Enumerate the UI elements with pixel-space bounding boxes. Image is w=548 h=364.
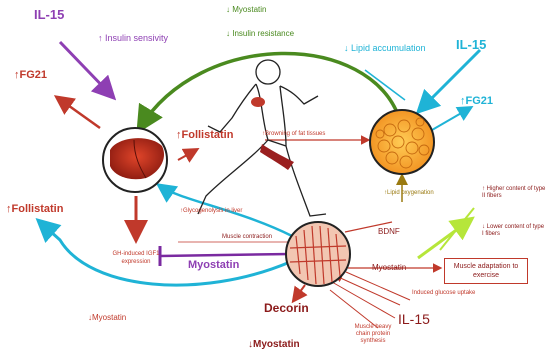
myostatin-right-label: Myostatin	[372, 264, 406, 272]
runner-liver-icon	[251, 97, 265, 107]
red-arrow-fg21-left	[58, 98, 100, 128]
blue-arrow-fg21-right	[432, 108, 470, 130]
up-arrow-icon: ↑	[98, 33, 103, 43]
adaptation-box: Muscle adaptation to exercise	[444, 258, 528, 284]
liver-illustration	[103, 128, 167, 192]
down-arrow-icon: ↓	[226, 29, 230, 38]
myostatin-bottomleft-label: ↓Myostatin	[88, 314, 126, 322]
decorin-arrow	[294, 285, 305, 300]
il15-topleft-label: IL-15	[34, 8, 64, 21]
muscle-fiber-illustration	[286, 222, 350, 286]
myostatin-inhibit	[160, 254, 290, 256]
glucose-uptake-label: Induced glucose uptake	[412, 290, 475, 296]
down-arrow-icon: ↓	[226, 5, 230, 14]
lower-content-label: ↓ Lower content of type I fibers	[482, 224, 546, 238]
bdnf-label: BDNF	[378, 228, 400, 236]
muscle-contraction-label: Muscle contraction	[222, 234, 272, 240]
down-arrow-icon: ↓	[482, 224, 485, 230]
fgf21-right-label: ↑FG21	[460, 96, 493, 107]
il15-bottom-label: IL-15	[398, 312, 430, 326]
myostatin-bottom-label: ↓Myostatin	[248, 340, 300, 350]
insulin-sensivity-label: ↑ Insulin sensivity	[98, 34, 168, 43]
browning-label: ↑Browning of fat tissues	[262, 131, 325, 137]
il15-line-4	[330, 290, 378, 328]
higher-content-label: ↑ Higher content of type II fibers	[482, 186, 546, 200]
adipose-tissue-illustration	[370, 110, 434, 174]
follistatin-arrow	[178, 150, 196, 160]
insulin-resistance-label: ↓ Insulin resistance	[226, 30, 294, 38]
purple-arrow	[60, 42, 112, 96]
follistatin-center-label: ↑Follistatin	[176, 130, 233, 141]
lipid-accumulation-label: ↓ Lipid accumulation	[344, 44, 426, 53]
lime-arrow-2	[440, 208, 474, 250]
glycogenolysis-label: ↑Glycogenolysis in liver	[180, 208, 242, 214]
myostatin-top-label: ↓ Myostatin	[226, 6, 266, 14]
down-arrow-icon: ↓	[344, 43, 349, 53]
lime-arrow-1	[418, 220, 470, 258]
follistatin-left-label: ↑Follistatin	[6, 204, 63, 215]
lipid-oxygenation-label: ↑Lipid oxygenation	[384, 190, 434, 196]
up-arrow-icon: ↑	[482, 186, 485, 192]
protein-synthesis-label: Muscle heavy chain protein synthesis	[348, 324, 398, 345]
myostatin-center-label: Myostatin	[188, 260, 239, 271]
gh-igf1-label: GH-induced IGF1 expression	[104, 250, 168, 266]
fgf21-left-label: ↑FG21	[14, 70, 47, 81]
il15-line-1	[336, 276, 400, 305]
decorin-label: Decorin	[264, 302, 309, 314]
il15-topright-label: IL-15	[456, 38, 486, 51]
il15-line-2	[332, 282, 395, 318]
